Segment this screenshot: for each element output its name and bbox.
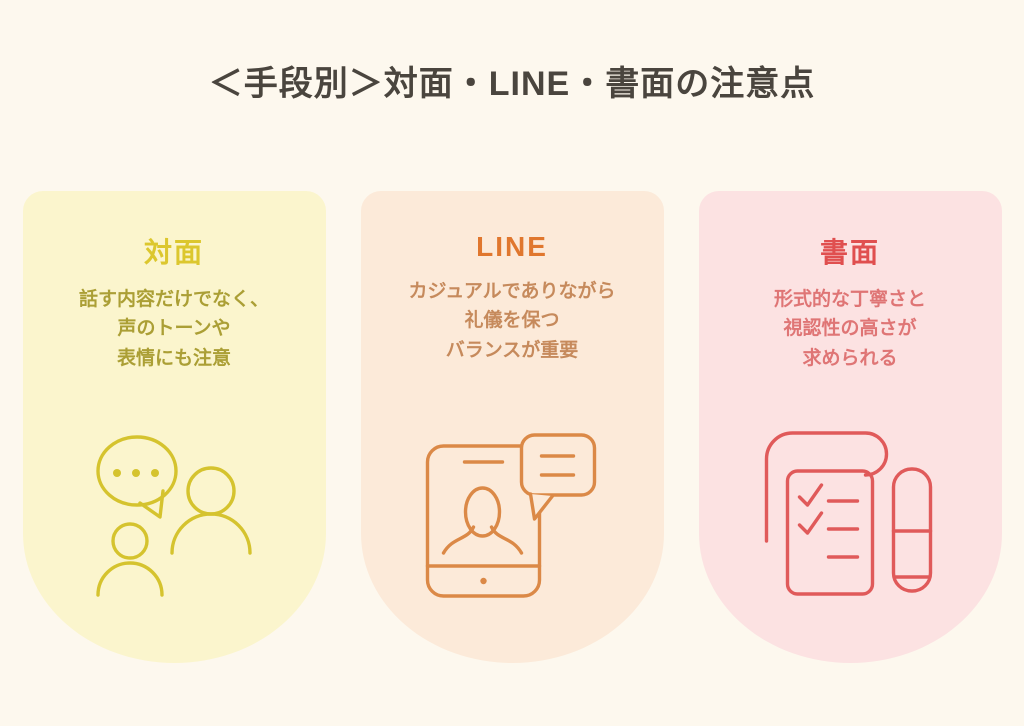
- card-taimen-description: 話す内容だけでなく、 声のトーンや 表情にも注意: [23, 285, 326, 373]
- card-line-title: LINE: [476, 231, 548, 262]
- card-taimen-title: 対面: [143, 237, 204, 268]
- card-taimen-line-1: 話す内容だけでなく、: [78, 289, 269, 310]
- card-line-line-3: バランスが重要: [445, 339, 579, 361]
- card-taimen-line-2: 声のトーンや: [117, 318, 231, 340]
- card-shomen-description: 形式的な丁寧さと 視認性の高さが 求められる: [699, 285, 1002, 373]
- page-title: ＜手段別＞対面・LINE・書面の注意点: [208, 65, 816, 103]
- card-shomen: 書面 形式的な丁寧さと 視認性の高さが 求められる: [698, 191, 1002, 663]
- card-line: LINE カジュアルでありながら 礼儀を保つ バランスが重要: [360, 191, 664, 663]
- smartphone-chat-icon: [425, 431, 600, 601]
- card-taimen-line-3: 表情にも注意: [116, 347, 231, 369]
- card-line-description: カジュアルでありながら 礼儀を保つ バランスが重要: [361, 277, 664, 365]
- card-shomen-line-2: 視認性の高さが: [783, 318, 917, 340]
- document-checklist-pen-icon: [763, 431, 938, 596]
- card-shomen-line-3: 求められる: [802, 347, 898, 369]
- cards-container: 対面 話す内容だけでなく、 声のトーンや 表情にも注意: [0, 191, 1024, 663]
- card-taimen: 対面 話す内容だけでなく、 声のトーンや 表情にも注意: [22, 191, 326, 663]
- speech-bubble-people-icon: [94, 431, 254, 603]
- card-line-line-1: カジュアルでありながら: [408, 281, 616, 302]
- card-line-line-2: 礼儀を保つ: [464, 310, 560, 332]
- card-shomen-line-1: 形式的な丁寧さと: [773, 289, 926, 310]
- card-shomen-title: 書面: [819, 237, 880, 268]
